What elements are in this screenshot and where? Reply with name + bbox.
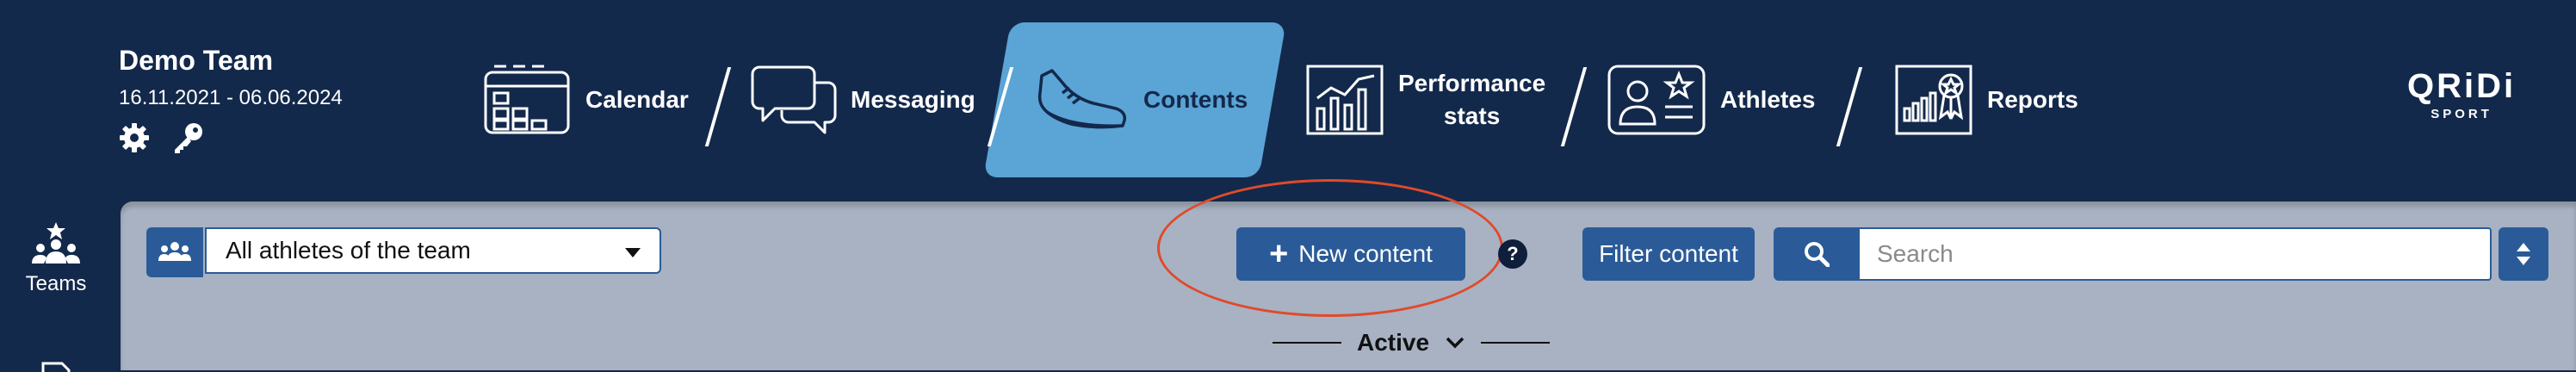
nav-separator xyxy=(1836,67,1863,146)
key-icon[interactable] xyxy=(170,121,205,155)
chevron-down-icon xyxy=(1446,337,1464,349)
qridi-logo: QRiDi SPORT xyxy=(2407,69,2516,121)
nav-label-contents: Contents xyxy=(1143,86,1248,113)
calendar-icon xyxy=(484,65,570,134)
sort-toggle-button[interactable] xyxy=(2499,227,2548,281)
status-filter-label: Active xyxy=(1356,329,1430,356)
nav-label-messaging: Messaging xyxy=(851,86,975,113)
new-content-label: New content xyxy=(1298,240,1433,267)
sidebar-label-teams: Teams xyxy=(25,272,87,295)
sort-icon xyxy=(2517,243,2530,265)
help-icon[interactable]: ? xyxy=(1498,239,1527,269)
content-area: All athletes of the team + New content ?… xyxy=(121,179,2576,370)
search-icon xyxy=(1805,242,1830,267)
teams-icon xyxy=(32,222,80,264)
divider-line xyxy=(1481,342,1551,344)
nav-label-reports: Reports xyxy=(1987,86,2078,113)
filter-content-button[interactable]: Filter content xyxy=(1582,227,1755,281)
search-button[interactable] xyxy=(1774,227,1860,281)
shoe-icon xyxy=(1037,69,1127,129)
left-sidebar: Teams xyxy=(0,202,121,372)
new-content-button[interactable]: + New content xyxy=(1236,227,1465,281)
status-filter-toggle[interactable]: Active xyxy=(1209,326,1613,360)
nav-label-performance-line2: stats xyxy=(1443,102,1501,129)
team-tools xyxy=(117,121,205,155)
athlete-card-icon xyxy=(1607,65,1706,135)
nav-label-athletes: Athletes xyxy=(1720,86,1816,113)
nav-label-calendar: Calendar xyxy=(585,86,689,113)
document-icon[interactable] xyxy=(40,362,74,372)
divider-line xyxy=(1272,342,1341,344)
nav-tab-performance-stats[interactable]: Performance stats xyxy=(1305,21,1545,179)
athlete-select-value: All athletes of the team xyxy=(226,237,471,264)
nav-label-performance-line1: Performance xyxy=(1398,70,1546,96)
search-input[interactable] xyxy=(1860,227,2492,281)
sidebar-item-teams[interactable]: Teams xyxy=(0,222,112,296)
bar-chart-icon xyxy=(1306,65,1384,135)
athlete-group-button[interactable] xyxy=(146,227,203,277)
nav-tab-reports[interactable]: Reports xyxy=(1894,21,2078,179)
nav-tab-contents[interactable]: Contents xyxy=(1037,21,1248,179)
nav-tab-messaging[interactable]: Messaging xyxy=(751,21,975,179)
nav-separator xyxy=(704,67,732,146)
gear-icon[interactable] xyxy=(117,121,152,155)
nav-separator xyxy=(1560,67,1588,146)
logo-main: QRiDi xyxy=(2407,67,2517,105)
team-dates: 16.11.2021 - 06.06.2024 xyxy=(119,86,343,109)
team-name: Demo Team xyxy=(119,45,274,76)
group-icon xyxy=(158,242,191,261)
award-report-icon xyxy=(1895,65,1972,135)
top-navigation-bar: Demo Team 16.11.2021 - 06.06.2024 xyxy=(117,21,2516,179)
chat-bubbles-icon xyxy=(751,65,837,134)
logo-sub: SPORT xyxy=(2430,107,2492,121)
nav-tab-athletes[interactable]: Athletes xyxy=(1607,21,1815,179)
athlete-select-dropdown[interactable]: All athletes of the team xyxy=(205,227,661,274)
plus-icon: + xyxy=(1269,236,1289,272)
nav-label-performance-stats: Performance stats xyxy=(1398,67,1545,133)
nav-tab-calendar[interactable]: Calendar xyxy=(482,21,689,179)
chevron-down-icon xyxy=(625,248,641,257)
